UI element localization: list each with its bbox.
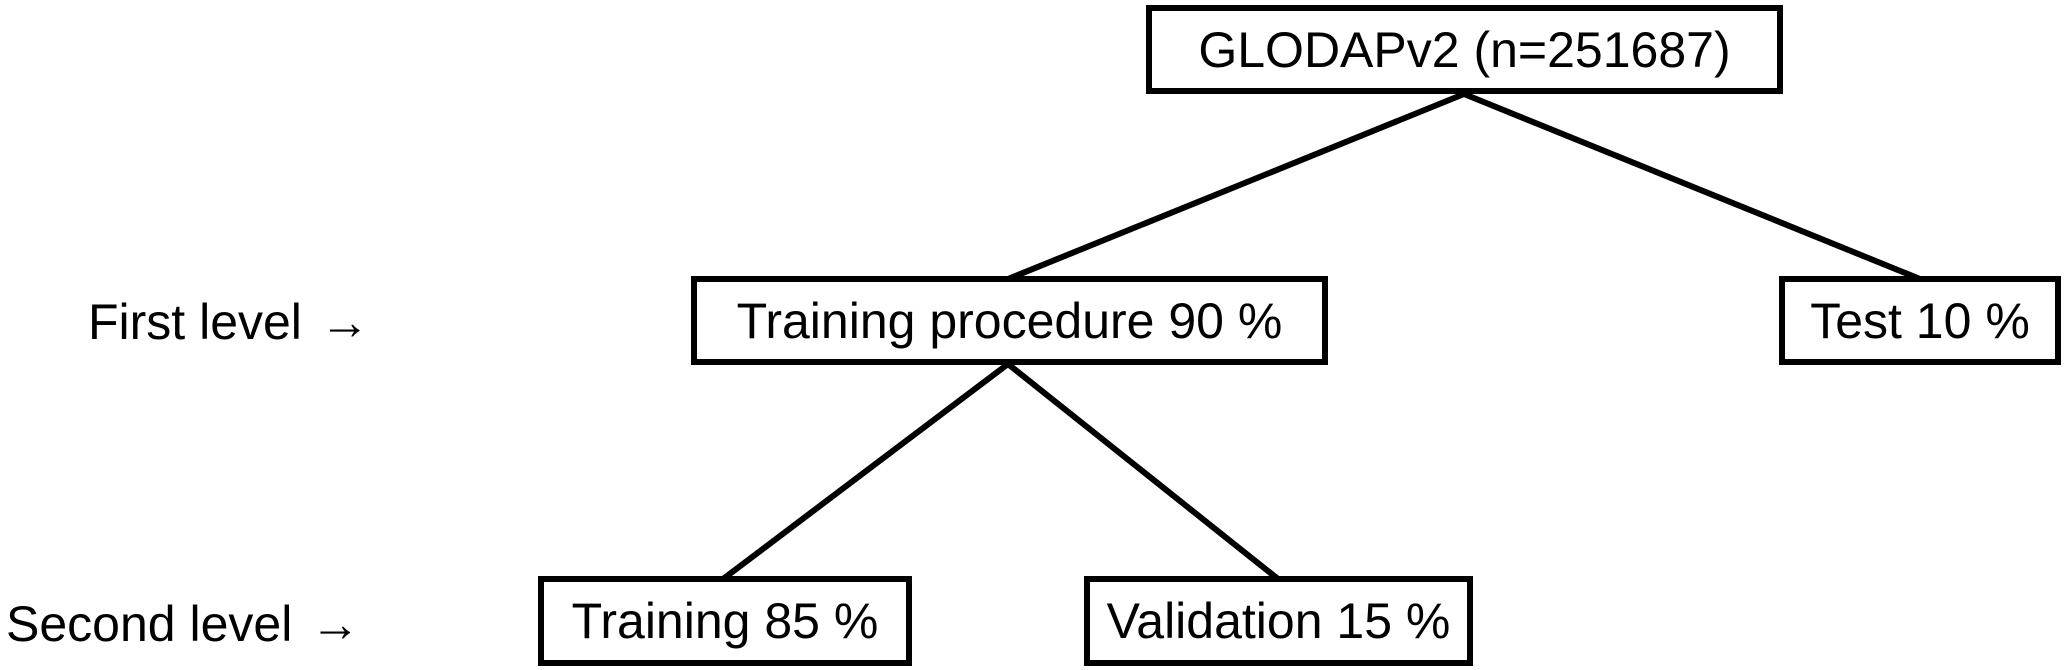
second-level-text: Second level	[6, 596, 293, 652]
edge-training-procedure-to-validation	[1006, 361, 1280, 582]
validation-node: Validation 15 %	[1084, 576, 1473, 666]
training-procedure-node: Training procedure 90 %	[691, 276, 1328, 365]
edge-root-to-test	[1462, 91, 1922, 282]
training-node-label: Training 85 %	[571, 593, 879, 649]
training-node: Training 85 %	[538, 576, 912, 666]
test-node: Test 10 %	[1779, 276, 2061, 365]
second-level-arrow-icon: →	[310, 596, 361, 652]
root-node: GLODAPv2 (n=251687)	[1146, 5, 1783, 94]
first-level-label: First level →	[88, 296, 370, 348]
edge-root-to-training-procedure	[1006, 91, 1466, 282]
test-node-label: Test 10 %	[1810, 292, 2030, 349]
edge-training-procedure-to-training	[721, 361, 1010, 582]
validation-node-label: Validation 15 %	[1106, 593, 1451, 649]
root-node-label: GLODAPv2 (n=251687)	[1198, 21, 1731, 78]
first-level-arrow-icon: →	[319, 294, 370, 350]
second-level-label: Second level →	[6, 598, 360, 650]
training-procedure-node-label: Training procedure 90 %	[736, 292, 1283, 349]
first-level-text: First level	[88, 294, 302, 350]
